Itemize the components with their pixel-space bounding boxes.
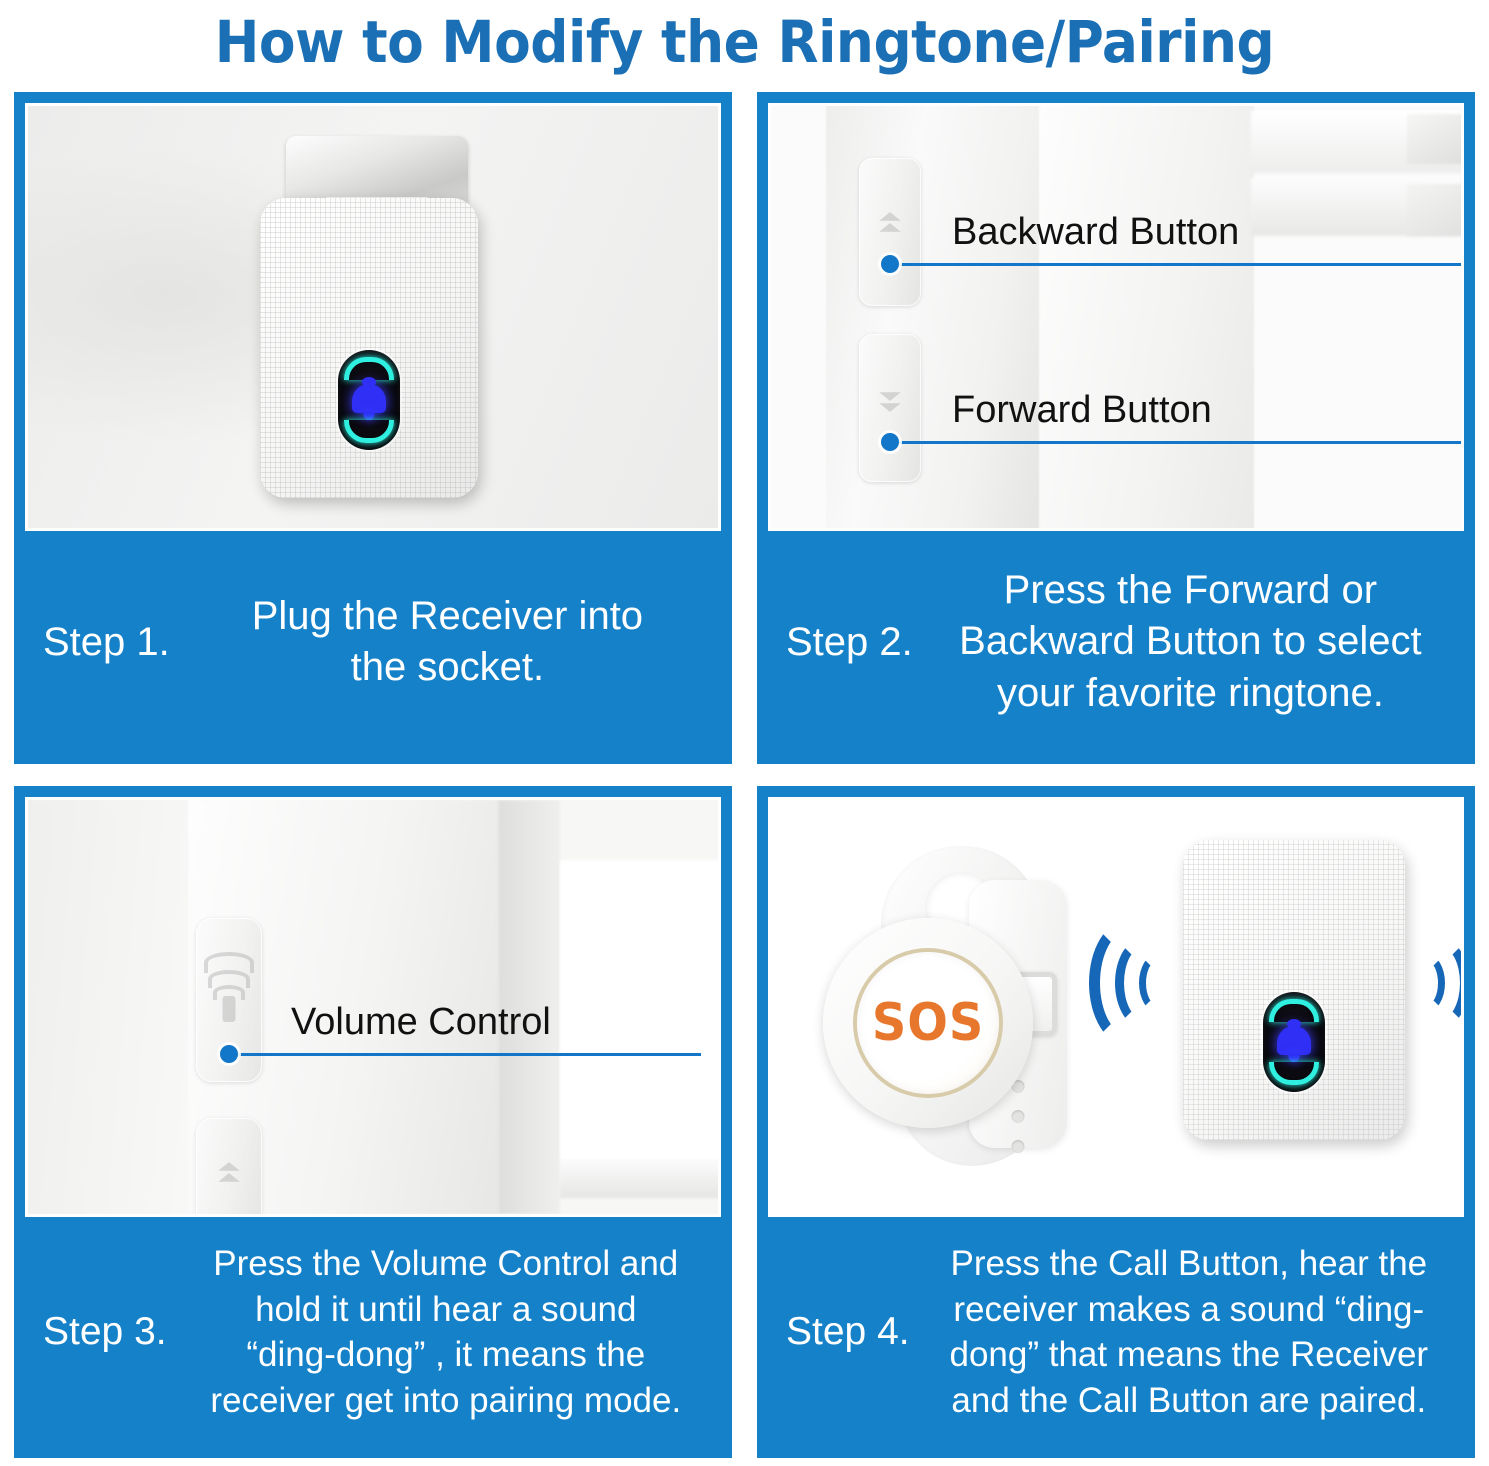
receiver-device xyxy=(1183,840,1405,1140)
wireless-signal-icon-right xyxy=(1409,920,1461,1046)
watch-head: SOS xyxy=(823,918,1033,1128)
step-2-caption: Step 2. Press the Forward or Backward Bu… xyxy=(768,531,1464,753)
callout-line xyxy=(890,262,1461,266)
step-3-caption: Step 3. Press the Volume Control and hol… xyxy=(25,1217,721,1447)
callout-label: Volume Control xyxy=(291,1001,551,1043)
backward-button[interactable] xyxy=(196,1118,262,1214)
receiver-indicator-button xyxy=(1263,992,1325,1092)
caption-line: receiver get into pairing mode. xyxy=(210,1380,682,1420)
step-3-text: Press the Volume Control and hold it unt… xyxy=(177,1241,715,1423)
background-plug-3 xyxy=(1407,114,1461,164)
callout-dot xyxy=(881,255,899,273)
caption-line: hold it until hear a sound xyxy=(255,1289,637,1329)
step-2-label: Step 2. xyxy=(786,619,913,664)
step-1-caption: Step 1. Plug the Receiver into the socke… xyxy=(25,531,721,753)
steps-grid: Step 1. Plug the Receiver into the socke… xyxy=(14,92,1475,1458)
volume-control-button[interactable] xyxy=(196,918,262,1082)
caption-line: Backward Button to select xyxy=(959,619,1422,664)
step-1-text: Plug the Receiver into the socket. xyxy=(180,591,715,693)
receiver-device xyxy=(260,198,478,498)
step-panel-1: Step 1. Plug the Receiver into the socke… xyxy=(14,92,732,764)
page-title: How to Modify the Ringtone/Pairing xyxy=(214,8,1275,76)
step-1-photo xyxy=(25,103,721,531)
step-4-photo: SOS xyxy=(768,797,1464,1217)
forward-button[interactable] xyxy=(859,334,921,482)
step-3-photo: Volume Control xyxy=(25,797,721,1217)
caption-line: “ding-dong” , it means the xyxy=(246,1335,646,1374)
step-1-label: Step 1. xyxy=(43,619,170,664)
callout-dot xyxy=(220,1045,238,1063)
step-panel-4: SOS xyxy=(757,786,1475,1458)
volume-icon xyxy=(204,952,254,1038)
caption-line: Press the Volume Control and xyxy=(213,1244,679,1283)
caption-line: Press the Call Button, hear the xyxy=(950,1244,1428,1283)
background-shelf-1 xyxy=(560,1160,718,1198)
bell-icon xyxy=(352,377,386,420)
step-2-text: Press the Forward or Backward Button to … xyxy=(923,565,1458,719)
step-4-text: Press the Call Button, hear the receiver… xyxy=(920,1241,1458,1423)
bell-icon xyxy=(1277,1019,1311,1062)
sos-label: SOS xyxy=(871,993,985,1053)
caption-line: and the Call Button are paired. xyxy=(951,1380,1427,1420)
caption-line: Press the Forward or xyxy=(1003,568,1378,613)
call-button[interactable]: SOS xyxy=(857,952,999,1094)
background-plug-4 xyxy=(1407,184,1461,236)
step-2-photo: Backward Button Forward Button xyxy=(768,103,1464,531)
device-body-left xyxy=(28,800,188,1214)
sos-wristband: SOS xyxy=(819,846,1139,1176)
step-4-caption: Step 4. Press the Call Button, hear the … xyxy=(768,1217,1464,1447)
caption-line: Plug the Receiver into xyxy=(251,593,644,638)
receiver-indicator-button xyxy=(338,350,400,450)
step-4-label: Step 4. xyxy=(786,1310,910,1353)
chevron-up-icon xyxy=(216,1160,242,1184)
callout-line xyxy=(229,1052,701,1056)
backward-button[interactable] xyxy=(859,158,921,306)
callout-label: Forward Button xyxy=(952,389,1212,431)
chevron-down-icon xyxy=(877,390,903,414)
led-arc-bottom-icon xyxy=(1269,1062,1319,1085)
led-arc-top-icon xyxy=(344,357,394,380)
caption-line: receiver makes a sound “ding- xyxy=(953,1289,1425,1329)
caption-line: the socket. xyxy=(350,645,545,689)
caption-line: dong” that means the Receiver xyxy=(949,1335,1429,1374)
step-3-label: Step 3. xyxy=(43,1310,167,1353)
callout-label: Backward Button xyxy=(952,211,1240,253)
led-arc-top-icon xyxy=(1269,999,1319,1022)
wireless-signal-icon-left xyxy=(1089,920,1167,1046)
background-edge xyxy=(498,800,560,1214)
background-window xyxy=(560,860,718,1160)
chevron-up-icon xyxy=(877,210,903,234)
callout-line xyxy=(890,440,1461,444)
step-panel-3: Volume Control Step 3. Press the Volume … xyxy=(14,786,732,1458)
led-arc-bottom-icon xyxy=(344,420,394,443)
step-panel-2: Backward Button Forward Button Step 2. P… xyxy=(757,92,1475,764)
caption-line: your favorite ringtone. xyxy=(996,670,1384,715)
callout-dot xyxy=(881,433,899,451)
device-body-right xyxy=(1039,106,1254,528)
